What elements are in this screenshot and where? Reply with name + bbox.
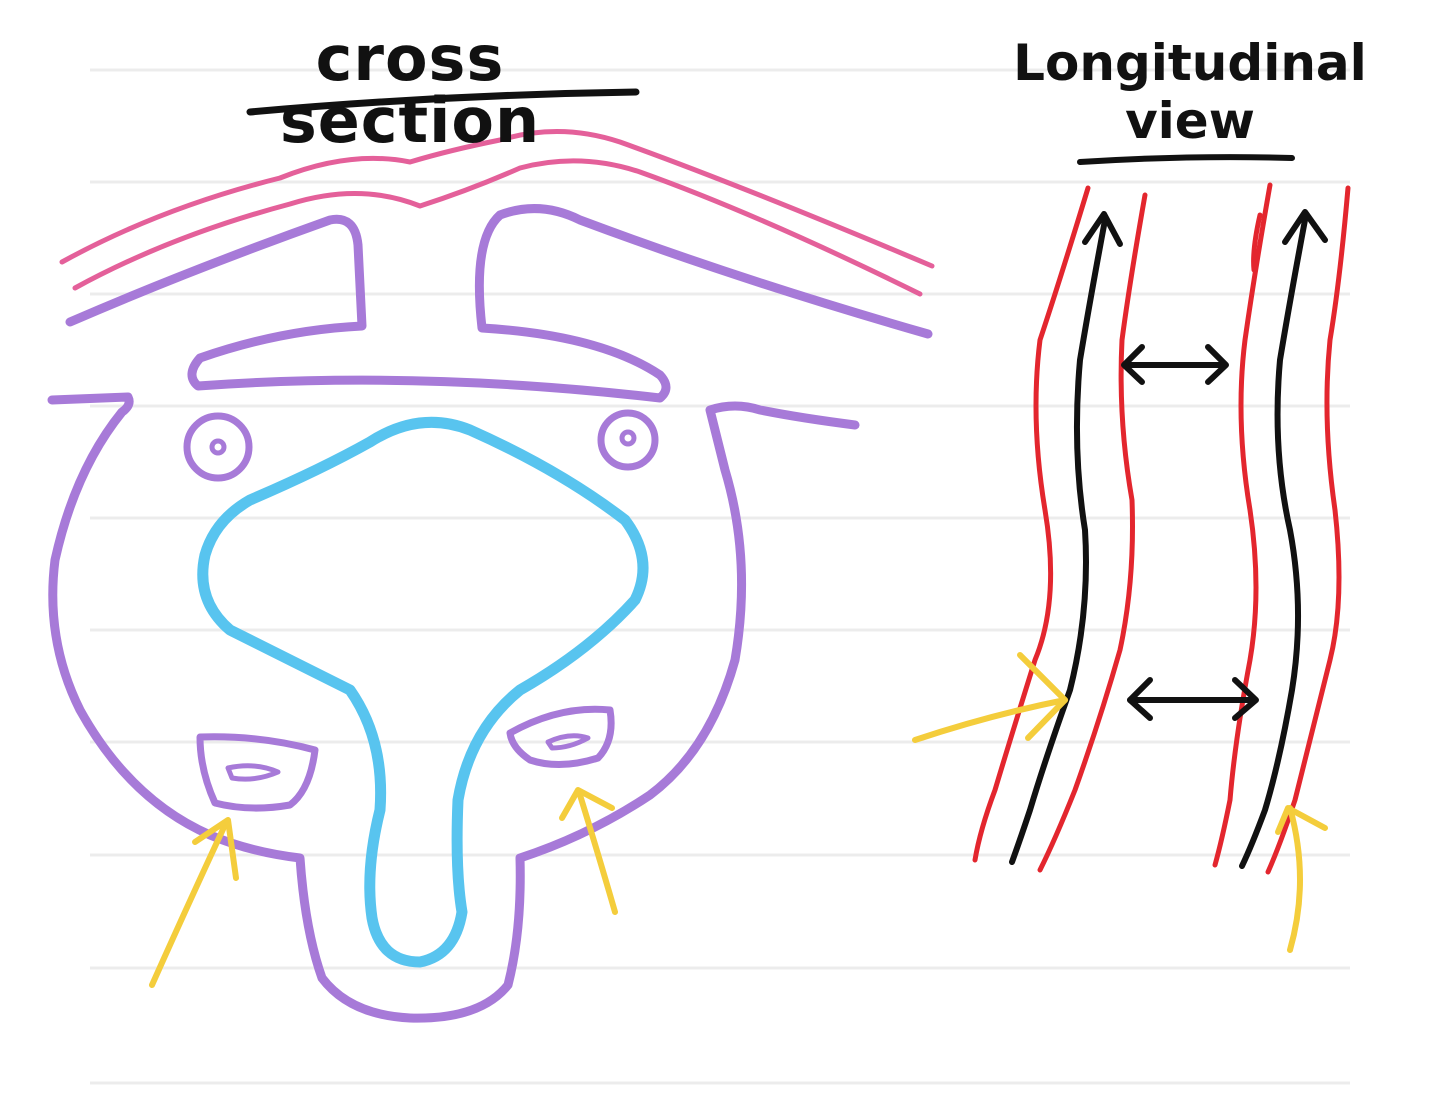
cross-section-title: cross section [279,22,541,157]
pink-layer-upper [59,129,935,269]
left-vessel-outer-red [972,185,1091,863]
left-vessel-black-line [1009,217,1108,865]
longitudinal-view-title: Longitudinal view [1000,34,1380,150]
yellow-arrow-longitudinal-right [1275,805,1328,953]
purple-body-outline [47,392,860,1023]
left-vessel-inner-red [1037,192,1148,873]
right-vessel-outer-red-2 [1251,212,1263,273]
yellow-arrow-right [559,787,618,915]
left-vessel-arrowhead [1082,211,1123,247]
yellow-arrow-left [149,817,239,988]
right-vessel-black-line [1239,217,1308,869]
right-vessel-outer-red [1212,182,1273,868]
half-moon-right-inner [545,733,591,751]
yellow-arrow-longitudinal-left [912,652,1068,743]
pink-layer-lower [72,158,923,297]
double-arrow-lower [1127,677,1259,721]
right-vessel-inner-red [1265,185,1351,875]
half-moon-right [506,705,615,769]
blue-gut-outline [197,416,649,968]
small-circle-right [597,409,659,471]
half-moon-left-inner [225,763,281,782]
longitudinal-title-line1: Longitudinal [1013,34,1367,92]
double-arrow-upper [1121,344,1229,385]
cross-section-underline [246,88,640,116]
small-circle-left-dot [209,438,227,456]
purple-upper-left [65,204,933,403]
half-moon-left [196,733,319,812]
small-circle-right-dot [619,429,637,447]
right-vessel-arrowhead [1282,209,1328,245]
ruled-lines [90,68,1350,1085]
small-circle-left [183,412,253,482]
longitudinal-title-line2: view [1125,92,1255,150]
longitudinal-underline [1077,154,1295,165]
